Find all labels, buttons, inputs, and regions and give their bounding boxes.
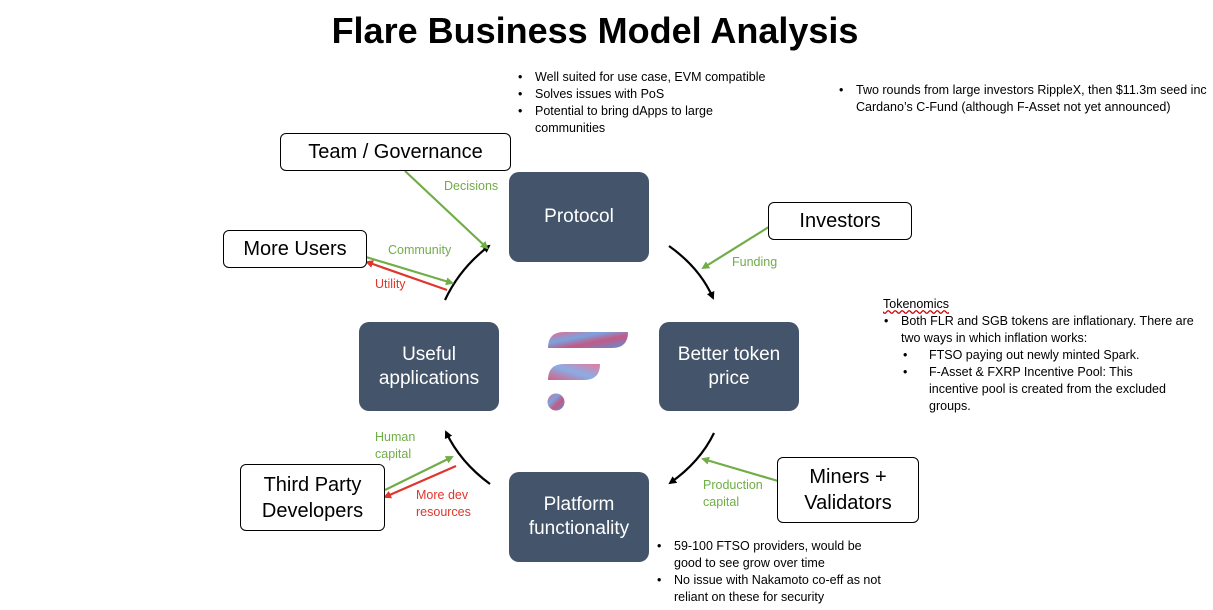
label-production-capital: Production capital — [703, 478, 763, 509]
label-human-capital: Human capital — [375, 430, 416, 461]
label-decisions: Decisions — [444, 179, 499, 193]
page-title: Flare Business Model Analysis — [331, 10, 859, 51]
node-investors: Investors — [768, 202, 912, 240]
node-third-party-developers-label: Third Party Developers — [261, 473, 364, 522]
protocol-notes-list: Well suited for use case, EVM compatible… — [517, 69, 795, 137]
node-platform-functionality-label: Platform functionality — [528, 494, 630, 539]
node-platform-functionality: Platform functionality — [509, 472, 649, 562]
arrow-funding — [701, 224, 773, 270]
node-protocol-label: Protocol — [544, 206, 614, 227]
platform-note-item: No issue with Nakamoto co-eff as not rel… — [657, 572, 889, 606]
arrow-decisions — [404, 170, 489, 250]
platform-notes-list: 59-100 FTSO providers, would be good to … — [656, 538, 889, 606]
node-useful-applications-label: Useful applications — [378, 343, 480, 389]
flare-logo — [547, 332, 628, 411]
node-miners-validators: Miners + Validators — [777, 457, 919, 523]
node-team-governance: Team / Governance — [280, 133, 511, 171]
node-more-users-label: More Users — [243, 238, 347, 260]
arrow-more-dev-resources — [383, 464, 457, 499]
node-miners-validators-label: Miners + Validators — [804, 466, 892, 514]
platform-note-item: 59-100 FTSO providers, would be good to … — [657, 538, 889, 572]
label-more-dev-resources: More dev resources — [416, 488, 471, 519]
tokenomics-sub-list: FTSO paying out newly minted Spark. F-As… — [901, 347, 1206, 415]
tokenomics-list: Both FLR and SGB tokens are inflationary… — [883, 313, 1206, 415]
node-useful-applications: Useful applications — [359, 322, 499, 411]
protocol-note-item: Potential to bring dApps to large commun… — [518, 103, 735, 137]
tokenomics-sub-item: F-Asset & FXRP Incentive Pool: This ince… — [903, 364, 1184, 415]
node-investors-label: Investors — [799, 210, 881, 232]
arrow-utility — [365, 260, 448, 292]
node-protocol: Protocol — [509, 172, 649, 262]
tokenomics-heading: Tokenomics — [883, 297, 949, 311]
arrow-human-capital — [384, 456, 454, 491]
cycle-arrow-apps-to-protocol — [444, 244, 491, 301]
tokenomics-main-text: Both FLR and SGB tokens are inflationary… — [901, 314, 1194, 345]
investor-notes-list: Two rounds from large investors RippleX,… — [838, 82, 1211, 116]
node-better-token-price-label: Better token price — [677, 343, 781, 389]
label-funding: Funding — [732, 255, 778, 269]
tokenomics-sub-item: FTSO paying out newly minted Spark. — [903, 347, 1206, 364]
protocol-note-item: Well suited for use case, EVM compatible — [518, 69, 795, 86]
node-more-users: More Users — [223, 230, 367, 268]
node-better-token-price: Better token price — [659, 322, 799, 411]
protocol-note-item: Solves issues with PoS — [518, 86, 795, 103]
label-utility: Utility — [375, 277, 406, 291]
tokenomics-main-item: Both FLR and SGB tokens are inflationary… — [884, 313, 1206, 415]
investor-note-item: Two rounds from large investors RippleX,… — [839, 82, 1211, 116]
cycle-arrow-platform-to-apps — [444, 430, 491, 485]
cycle-arrow-token-to-platform — [668, 432, 715, 485]
node-third-party-developers: Third Party Developers — [240, 464, 385, 531]
node-team-governance-label: Team / Governance — [308, 141, 483, 163]
cycle-arrow-protocol-to-token — [668, 245, 715, 300]
arrow-community — [365, 255, 454, 286]
label-community: Community — [388, 243, 452, 257]
arrow-production-capital — [701, 456, 779, 483]
